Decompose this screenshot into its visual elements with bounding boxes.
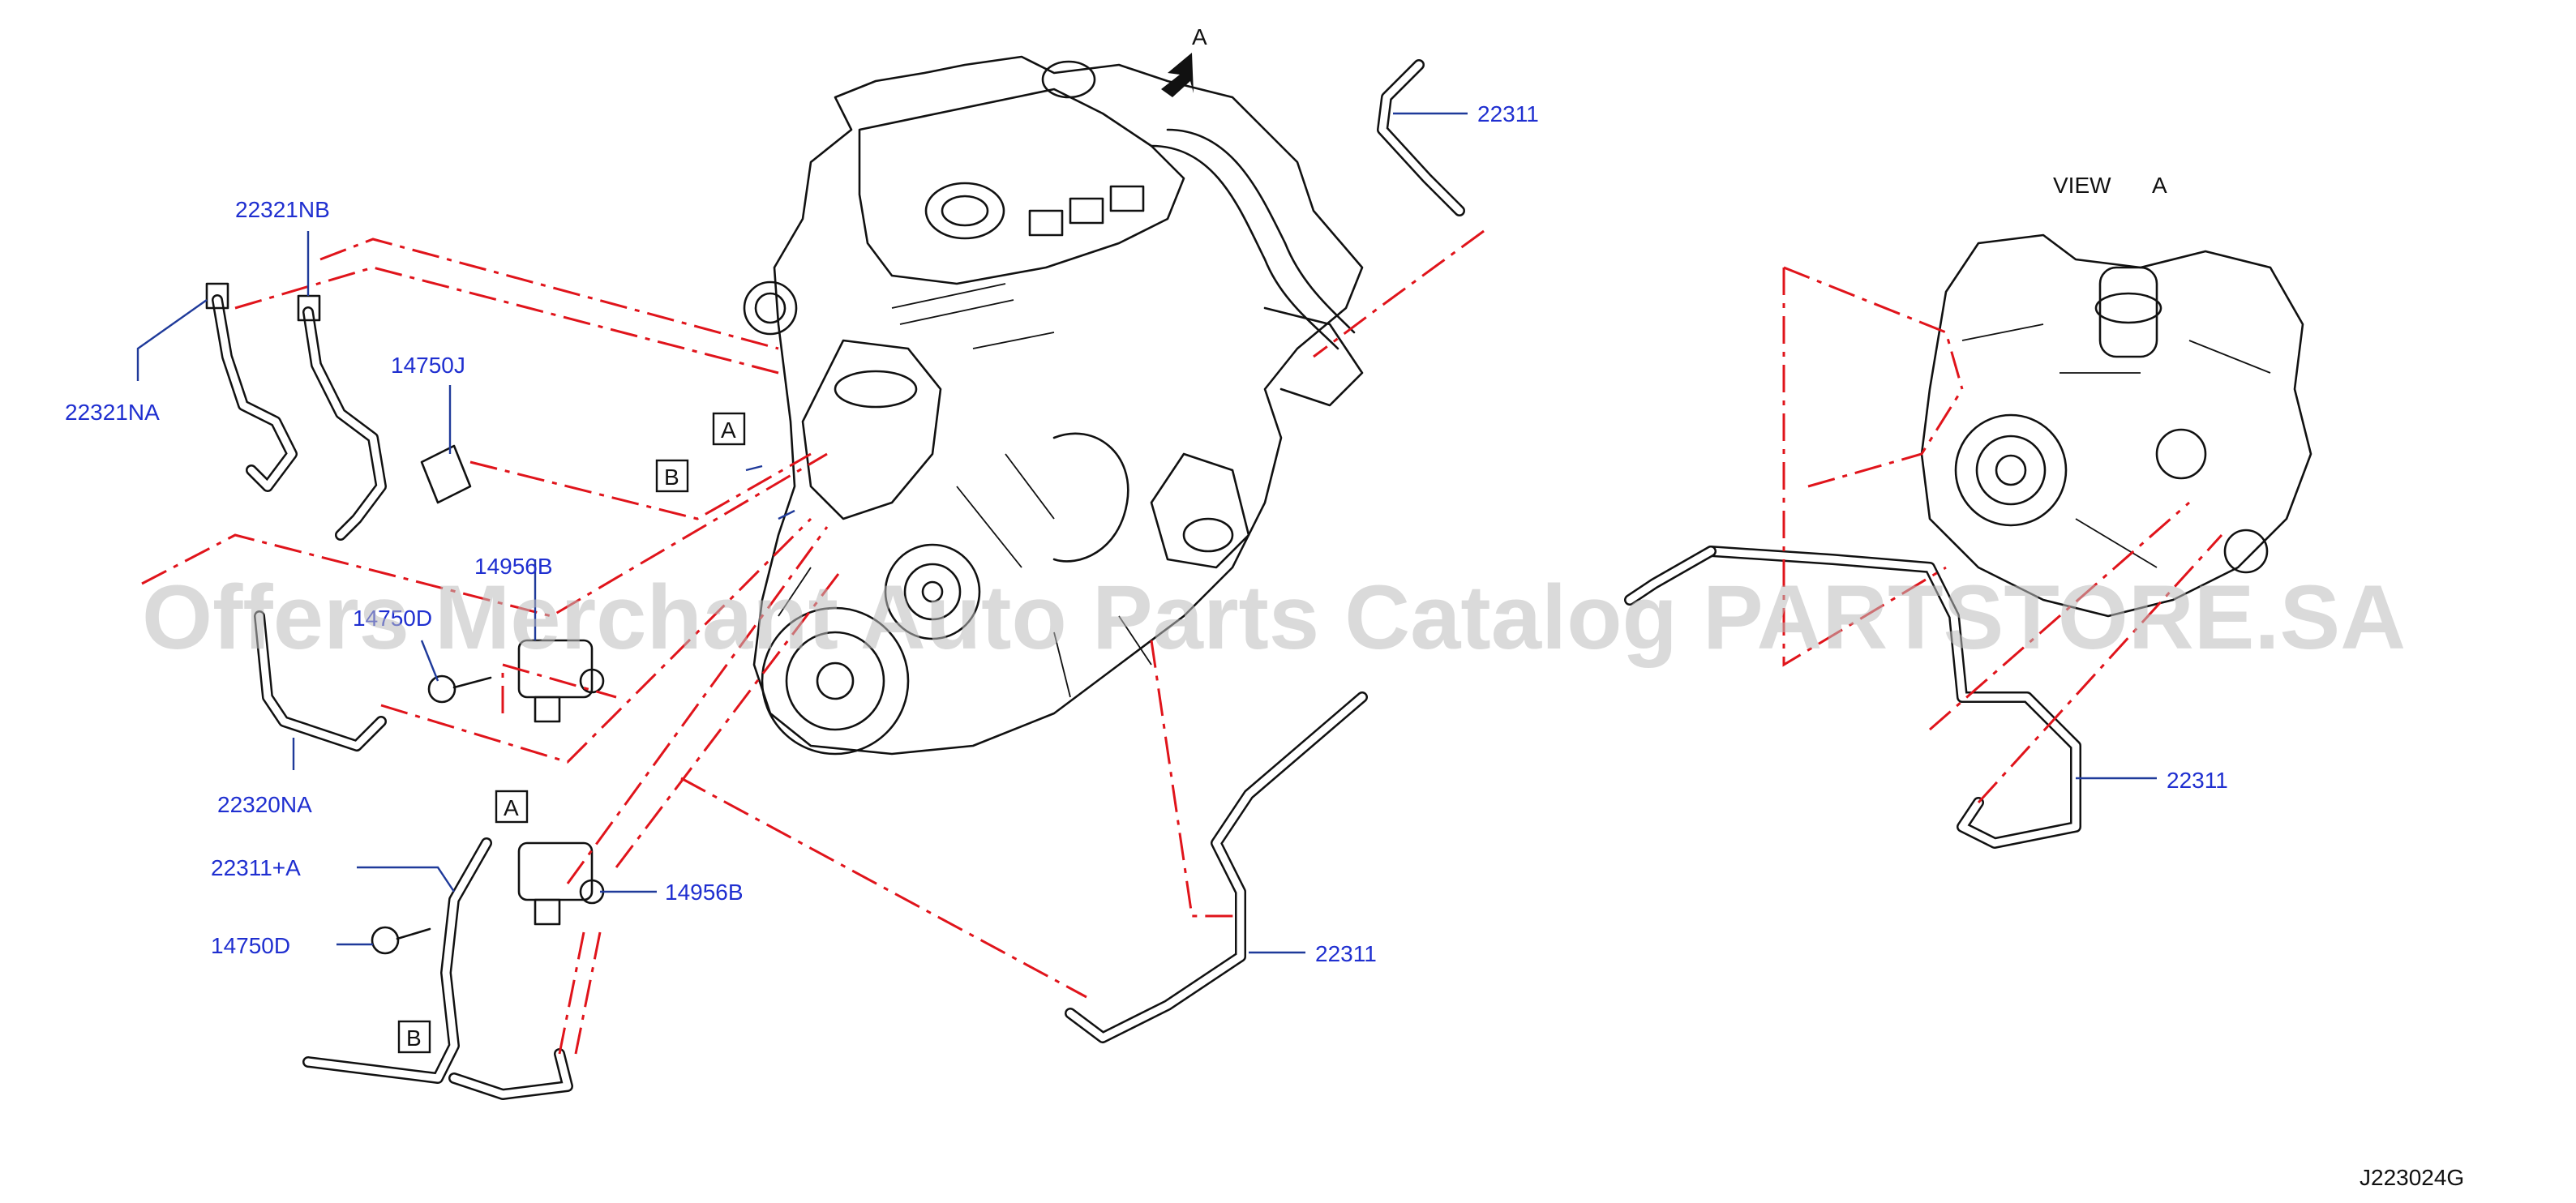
- callout-22311-right[interactable]: 22311: [2167, 768, 2228, 793]
- leader-lines: [136, 112, 2157, 954]
- view-a-letter: A: [2152, 173, 2167, 198]
- callout-14750j[interactable]: 14750J: [391, 353, 465, 378]
- svg-text:B: B: [406, 1025, 422, 1051]
- callout-22321nb[interactable]: 22321NB: [235, 197, 330, 222]
- svg-text:B: B: [664, 465, 679, 490]
- callout-22311-top[interactable]: 22311: [1477, 101, 1539, 126]
- svg-text:A: A: [721, 417, 736, 443]
- box-a-hose: A: [495, 790, 529, 824]
- view-a-label: VIEW: [2053, 173, 2111, 198]
- box-a-engine: A: [712, 412, 746, 446]
- diagram-code: J223024G: [2360, 1165, 2464, 1190]
- callout-14956b-lower[interactable]: 14956B: [665, 880, 744, 905]
- view-arrow: A: [1161, 24, 1207, 97]
- small-parts: [371, 444, 605, 955]
- callout-22311-bottom[interactable]: 22311: [1315, 941, 1377, 966]
- callout-14750d-lower[interactable]: 14750D: [211, 933, 290, 958]
- callout-14750d-upper[interactable]: 14750D: [353, 606, 432, 631]
- guide-lines: [141, 229, 2223, 1055]
- view-a-assembly: VIEW A: [1920, 173, 2312, 618]
- callout-22321na[interactable]: 22321NA: [65, 400, 160, 425]
- watermark: Offers Merchant Auto Parts Catalog PARTS…: [142, 567, 2406, 668]
- box-b-engine: B: [655, 459, 689, 493]
- engine-assembly: [743, 55, 1364, 756]
- callout-22311-a[interactable]: 22311+A: [211, 855, 301, 880]
- hoses: [205, 59, 2081, 1100]
- callout-22320na[interactable]: 22320NA: [217, 792, 312, 817]
- arrow-label: A: [1192, 24, 1207, 49]
- callout-14956b-upper[interactable]: 14956B: [474, 554, 553, 579]
- reference-boxes: A B A B: [397, 412, 746, 1054]
- svg-text:A: A: [504, 795, 519, 820]
- callouts: 22311 22321NB 22321NA 14750J 14956B 1475…: [65, 101, 2228, 966]
- box-b-hose: B: [397, 1020, 431, 1054]
